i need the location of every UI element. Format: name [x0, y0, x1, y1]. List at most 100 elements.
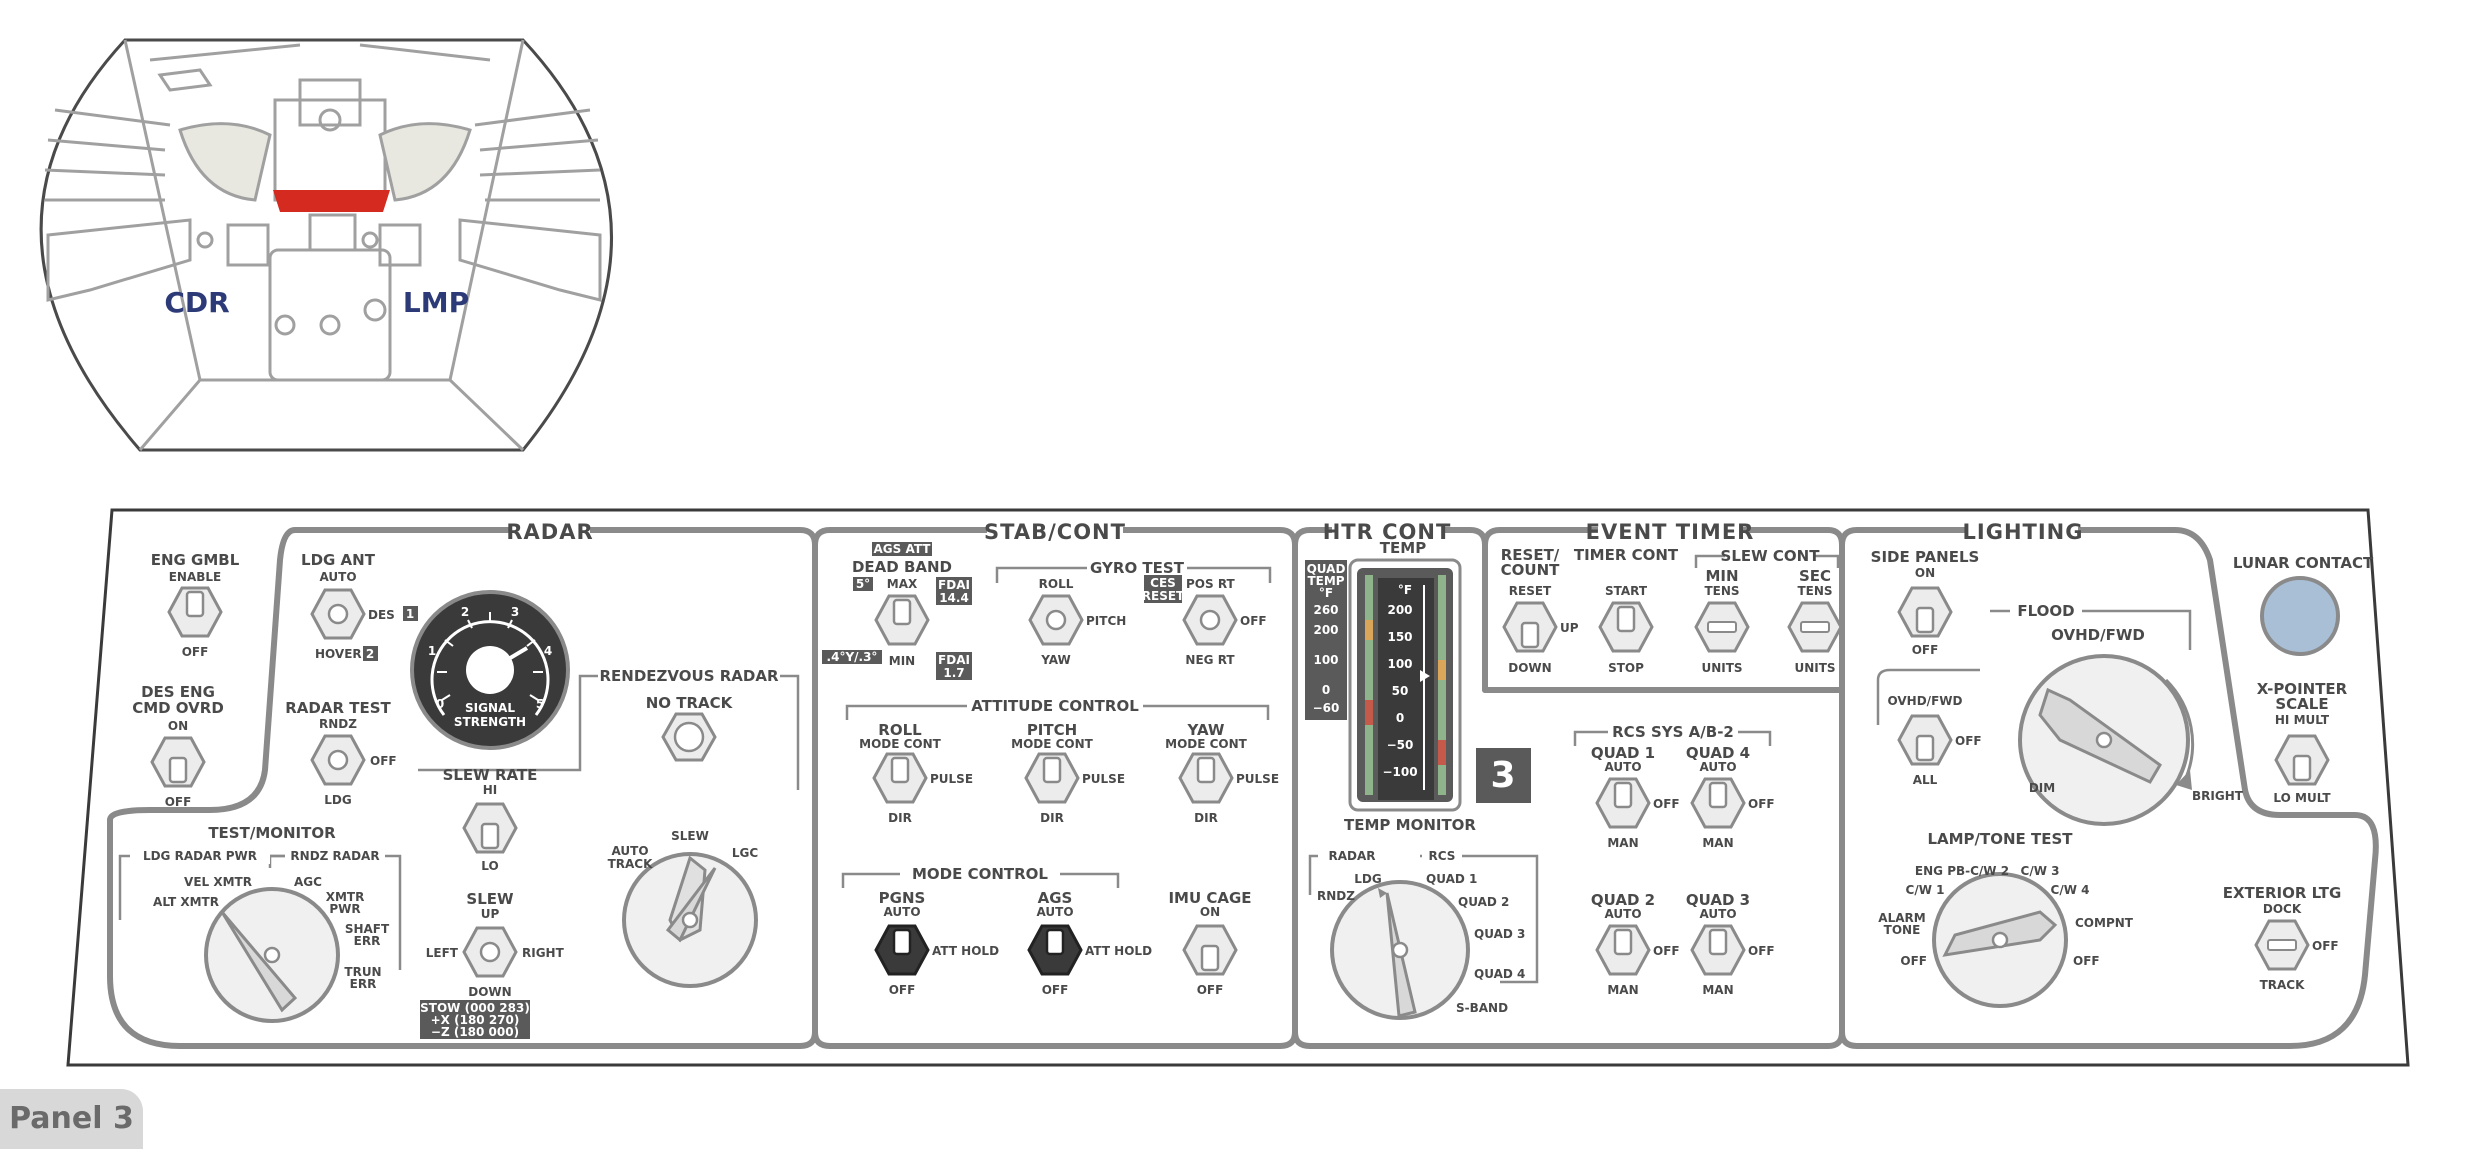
- panel-number-badge: 3: [1476, 748, 1531, 803]
- test-monitor-title: TEST/MONITOR: [208, 824, 336, 842]
- stab-cont-header: STAB/CONT: [984, 520, 1126, 544]
- ags-title: AGS: [1038, 889, 1073, 907]
- attitude-pitch-switch[interactable]: PITCH MODE CONT PULSE DIR: [1011, 721, 1125, 825]
- quad-scale-100: 100: [1313, 653, 1338, 667]
- slew-title: SLEW: [466, 890, 514, 908]
- gyro-roll: ROLL: [1039, 577, 1074, 591]
- gyro-test-axis-switch[interactable]: ROLL PITCH YAW: [1028, 577, 1126, 667]
- rr-lgc: LGC: [732, 846, 758, 860]
- no-track-indicator: [661, 712, 717, 762]
- no-track-label: NO TRACK: [646, 694, 734, 712]
- lamp-eng-pb: ENG PB-C/W 2: [1915, 864, 2009, 878]
- min-label: MIN: [1705, 567, 1738, 585]
- tm-rcs-label: RCS: [1429, 849, 1456, 863]
- signal-tick-3: 3: [511, 605, 519, 619]
- min-tens-units-switch[interactable]: MIN TENS UNITS: [1694, 567, 1750, 675]
- ovhd-fwd-all: ALL: [1913, 773, 1938, 787]
- test-monitor-selector[interactable]: TEST/MONITOR LDG RADAR PWR RNDZ RADAR VE…: [118, 824, 402, 1023]
- lamp-cw3: C/W 3: [2021, 864, 2060, 878]
- quad-scale-0: 0: [1322, 683, 1330, 697]
- gyro-pos-rt: POS RT: [1186, 577, 1236, 591]
- trun-err-label: ERR: [350, 977, 377, 991]
- flood-title: FLOOD: [2017, 602, 2074, 620]
- lamp-cw1: C/W 1: [1906, 883, 1945, 897]
- ovhd-fwd-off: OFF: [1955, 734, 1982, 748]
- temp-label: TEMP: [1307, 574, 1344, 588]
- eng-gmbl-switch[interactable]: ENG GMBL ENABLE OFF: [151, 551, 240, 659]
- signal-strength-meter: 0 1 2 3 4 5 SIGNAL STRENGTH: [410, 590, 570, 750]
- up-label: UP: [1560, 621, 1579, 635]
- flood-dim: DIM: [2029, 781, 2055, 795]
- fdai-a-label: FDAI: [938, 578, 970, 592]
- rcs-quad-4-switch[interactable]: QUAD 4 AUTO OFF MAN: [1686, 744, 1775, 850]
- mode-control-group: MODE CONTROL: [841, 864, 1120, 888]
- ldg-ant-hover-tag: 2: [366, 647, 374, 661]
- exterior-ltg-switch[interactable]: EXTERIOR LTG DOCK OFF TRACK: [2223, 884, 2342, 992]
- tm-radar-label: RADAR: [1328, 849, 1375, 863]
- panel-tab: Panel 3: [0, 1089, 143, 1149]
- pgns-mode-switch[interactable]: PGNS AUTO ATT HOLD OFF: [874, 889, 999, 997]
- imu-cage-switch[interactable]: IMU CAGE ON OFF: [1168, 889, 1251, 997]
- temp-scale-100: 100: [1387, 657, 1412, 671]
- ags-auto: AUTO: [1036, 905, 1073, 919]
- des-eng-cmd-ovrd-switch[interactable]: DES ENG CMD OVRD ON OFF: [132, 683, 224, 809]
- lmp-label: LMP: [403, 286, 469, 319]
- ces-label: CES: [1150, 576, 1176, 590]
- side-panels-on: ON: [1915, 566, 1935, 580]
- signal-strength-label1: SIGNAL: [465, 701, 515, 715]
- xmtr-label: XMTR: [326, 890, 365, 904]
- rcs-q4-title: QUAD 4: [1686, 744, 1750, 762]
- slew-right: RIGHT: [522, 946, 565, 960]
- radar-test-switch[interactable]: RADAR TEST RNDZ OFF LDG: [285, 699, 396, 807]
- ovhd-fwd-switch[interactable]: OVHD/FWD OFF ALL: [1888, 694, 1982, 787]
- att-pitch-pulse: PULSE: [1082, 772, 1125, 786]
- slew-switch[interactable]: SLEW UP LEFT RIGHT DOWN STOW (000 283) +…: [420, 890, 565, 1039]
- rcs-quad-3-switch[interactable]: QUAD 3 AUTO OFF MAN: [1686, 891, 1775, 997]
- radar-test-title: RADAR TEST: [285, 699, 391, 717]
- temp-monitor-selector[interactable]: TEMP MONITOR RADAR RCS LDG RNDZ QUAD 1 Q…: [1308, 816, 1539, 1020]
- rcs-quad-2-switch[interactable]: QUAD 2 AUTO OFF MAN: [1591, 891, 1680, 997]
- timer-cont-switch[interactable]: TIMER CONT START STOP: [1574, 546, 1679, 675]
- dead-band-switch[interactable]: AGS ATT DEAD BAND 5° MAX FDAI 14.4 .4°Y/…: [822, 542, 972, 680]
- gyro-test-title: GYRO TEST: [1090, 559, 1185, 577]
- eng-gmbl-title: ENG GMBL: [151, 551, 240, 569]
- rcs-q3-man: MAN: [1702, 983, 1733, 997]
- slew-stow-1: STOW (000 283): [420, 1001, 530, 1015]
- lighting-header: LIGHTING: [1963, 520, 2084, 544]
- quad-scale-200: 200: [1313, 623, 1338, 637]
- gyro-test-rate-switch[interactable]: CES RESET POS RT OFF NEG RT: [1142, 575, 1267, 667]
- attitude-roll-switch[interactable]: ROLL MODE CONT PULSE DIR: [859, 721, 973, 825]
- side-panels-switch[interactable]: SIDE PANELS ON OFF: [1871, 548, 1980, 657]
- down-label: DOWN: [1508, 661, 1551, 675]
- attitude-control-title: ATTITUDE CONTROL: [971, 697, 1139, 715]
- attitude-yaw-switch[interactable]: YAW MODE CONT PULSE DIR: [1165, 721, 1279, 825]
- stop-label: STOP: [1608, 661, 1644, 675]
- gyro-off: OFF: [1240, 614, 1267, 628]
- reset-count-switch[interactable]: RESET/ COUNT RESET UP DOWN: [1501, 546, 1579, 675]
- tm-s-band: S-BAND: [1456, 1001, 1508, 1015]
- cdr-label: CDR: [164, 286, 229, 319]
- start-label: START: [1605, 584, 1648, 598]
- eng-gmbl-enable: ENABLE: [169, 570, 222, 584]
- x-pointer-title1: X-POINTER: [2257, 680, 2348, 698]
- timer-cont-title: TIMER CONT: [1574, 546, 1679, 564]
- des-eng-title1: DES ENG: [141, 683, 215, 701]
- rcs-quad-1-switch[interactable]: QUAD 1 AUTO OFF MAN: [1591, 744, 1680, 850]
- slew-rate-switch[interactable]: SLEW RATE HI LO: [443, 766, 538, 873]
- slew-cont-title: SLEW CONT: [1721, 547, 1821, 565]
- ags-mode-switch[interactable]: AGS AUTO ATT HOLD OFF: [1027, 889, 1152, 997]
- pgns-off: OFF: [889, 983, 916, 997]
- rcs-q1-off: OFF: [1653, 797, 1680, 811]
- rcs-q4-auto: AUTO: [1699, 760, 1736, 774]
- ldg-ant-switch[interactable]: LDG ANT AUTO DES 1 HOVER 2: [301, 551, 418, 661]
- rcs-sys-title: RCS SYS A/B-2: [1612, 723, 1734, 741]
- x-pointer-scale-switch[interactable]: X-POINTER SCALE HI MULT LO MULT: [2257, 680, 2348, 805]
- radar-test-rndz: RNDZ: [319, 717, 357, 731]
- quad-unit: °F: [1319, 586, 1333, 600]
- x-pointer-title2: SCALE: [2275, 695, 2328, 713]
- sec-tens-units-switch[interactable]: SEC TENS UNITS: [1787, 567, 1843, 675]
- lamp-tone-test-selector[interactable]: LAMP/TONE TEST ENG PB-C/W 2 C/W 1 C/W 3 …: [1878, 830, 2134, 1008]
- flood-dimmer-knob[interactable]: DIM BRIGHT: [2018, 654, 2244, 826]
- des-eng-off: OFF: [165, 795, 192, 809]
- rr-mode-selector[interactable]: AUTO TRACK SLEW LGC: [608, 829, 759, 988]
